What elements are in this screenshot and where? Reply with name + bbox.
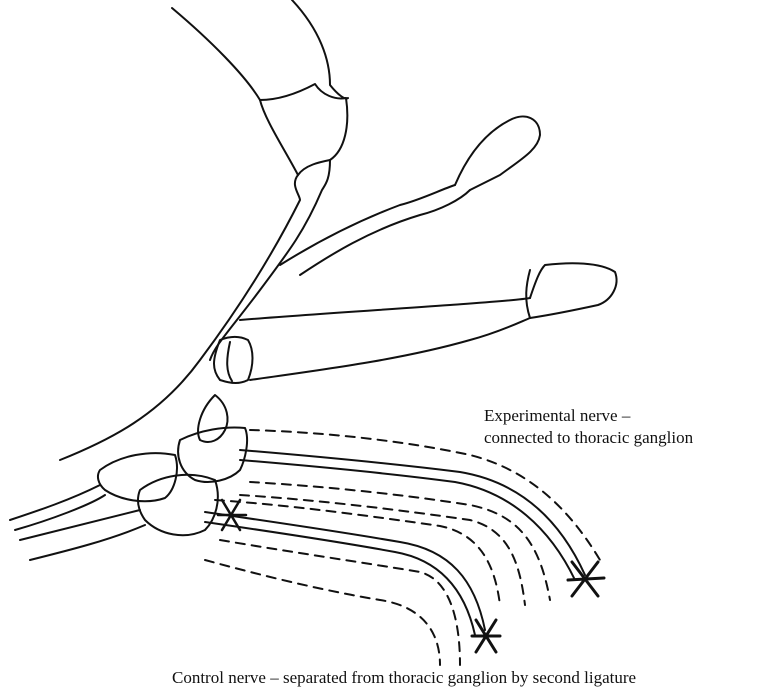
control-nerve — [205, 512, 485, 635]
control-nerve-label: Control nerve – separated from thoracic … — [172, 667, 636, 689]
thoracic-region — [10, 428, 247, 561]
mid-limb-segment — [240, 263, 616, 380]
experimental-nerve-label-line2: connected to thoracic ganglion — [484, 427, 693, 449]
upper-limb-outline — [60, 0, 348, 460]
experimental-nerve-label: Experimental nerve – — [484, 405, 630, 427]
experimental-nerve — [240, 450, 585, 580]
